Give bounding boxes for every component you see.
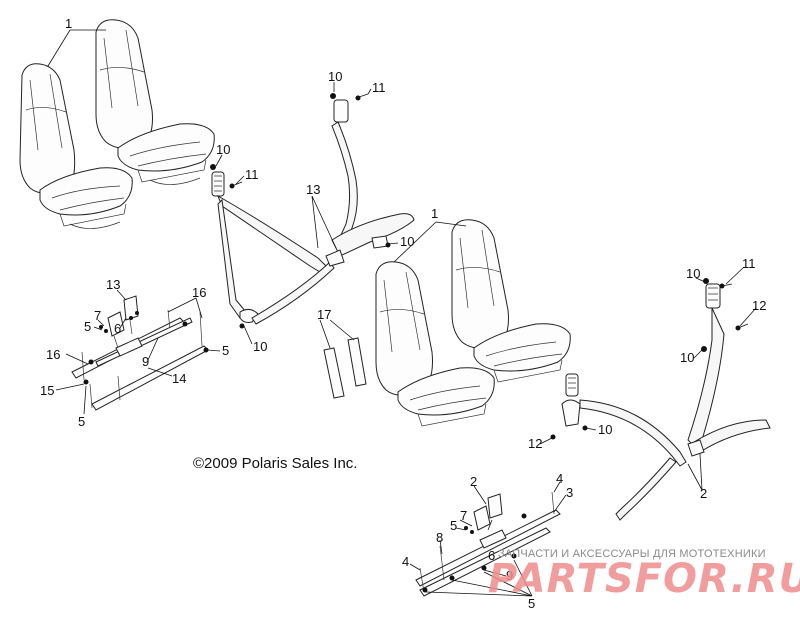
callouts: 1 10 11 10 11 13 10 10 1 13 16 7 5 6 16 … (40, 16, 766, 611)
callout-13-left: 13 (106, 277, 120, 292)
seat-belt-right-outer (687, 283, 771, 457)
callout-1-top: 1 (65, 16, 72, 31)
copyright-text: ©2009 Polaris Sales Inc. (193, 455, 358, 472)
callout-12-right: 12 (752, 298, 766, 313)
callout-10-bottom: 10 (598, 422, 612, 437)
callout-13-top: 13 (306, 182, 320, 197)
pads-17 (323, 337, 367, 399)
seat-belt-left (211, 171, 335, 325)
callout-14: 14 (172, 371, 186, 386)
callout-10-left-belt: 10 (253, 339, 267, 354)
buckle-right-pair (473, 493, 507, 549)
callout-7-right: 7 (460, 508, 467, 523)
callout-10-center: 10 (400, 234, 414, 249)
callout-17: 17 (317, 307, 331, 322)
hardware-right-belts (550, 278, 749, 440)
callout-5-left-top: 5 (84, 319, 91, 334)
callout-10-right-top: 10 (686, 266, 700, 281)
callout-16-left: 16 (46, 347, 60, 362)
callout-9-right: 9 (506, 568, 513, 583)
seat-right-front (451, 219, 571, 383)
callout-4-left: 4 (402, 554, 409, 569)
callout-10-top-left: 10 (216, 142, 230, 157)
callout-11-top-left: 11 (245, 167, 259, 182)
callout-12-bottom: 12 (528, 436, 542, 451)
callout-5-right-top: 5 (450, 518, 457, 533)
hardware-right-rail (422, 513, 527, 593)
callout-10-right-mid: 10 (680, 350, 694, 365)
callout-2-belt: 2 (700, 486, 707, 501)
callout-10-top-center: 10 (328, 69, 342, 84)
seat-right-rear (375, 261, 495, 427)
watermark-tagline: ЗАПЧАСТИ И АКСЕССУАРЫ ДЛЯ МОТОТЕХНИКИ (498, 548, 766, 560)
hardware-left-rail (83, 311, 209, 385)
callout-2-buckle: 2 (470, 474, 477, 489)
callout-6-left: 6 (114, 321, 121, 336)
callout-5-right-bottom: 5 (528, 596, 535, 611)
leader-lines (47, 29, 757, 597)
hardware-top (210, 93, 391, 329)
seat-left-rear (19, 63, 133, 229)
callout-7-left: 7 (94, 308, 101, 323)
callout-5-left-mid: 5 (222, 343, 229, 358)
callout-16-left-top: 16 (192, 285, 206, 300)
callout-1-right: 1 (431, 206, 438, 221)
callout-9-left: 9 (142, 354, 149, 369)
seat-left-front (95, 19, 215, 185)
callout-4-right: 4 (556, 471, 563, 486)
seat-belt-right-inner (561, 373, 687, 521)
watermark-logo: PARTSFOR.RU (488, 556, 800, 602)
seat-belt-center (325, 99, 415, 267)
callout-3: 3 (566, 485, 573, 500)
buckle-left-pair (107, 295, 143, 357)
callout-11-top-center: 11 (372, 80, 386, 95)
callout-6-right: 6 (488, 548, 495, 563)
callout-8: 8 (436, 530, 443, 545)
callout-11-right: 11 (742, 256, 756, 271)
callout-5-left-bottom: 5 (78, 414, 85, 429)
callout-15: 15 (40, 383, 54, 398)
